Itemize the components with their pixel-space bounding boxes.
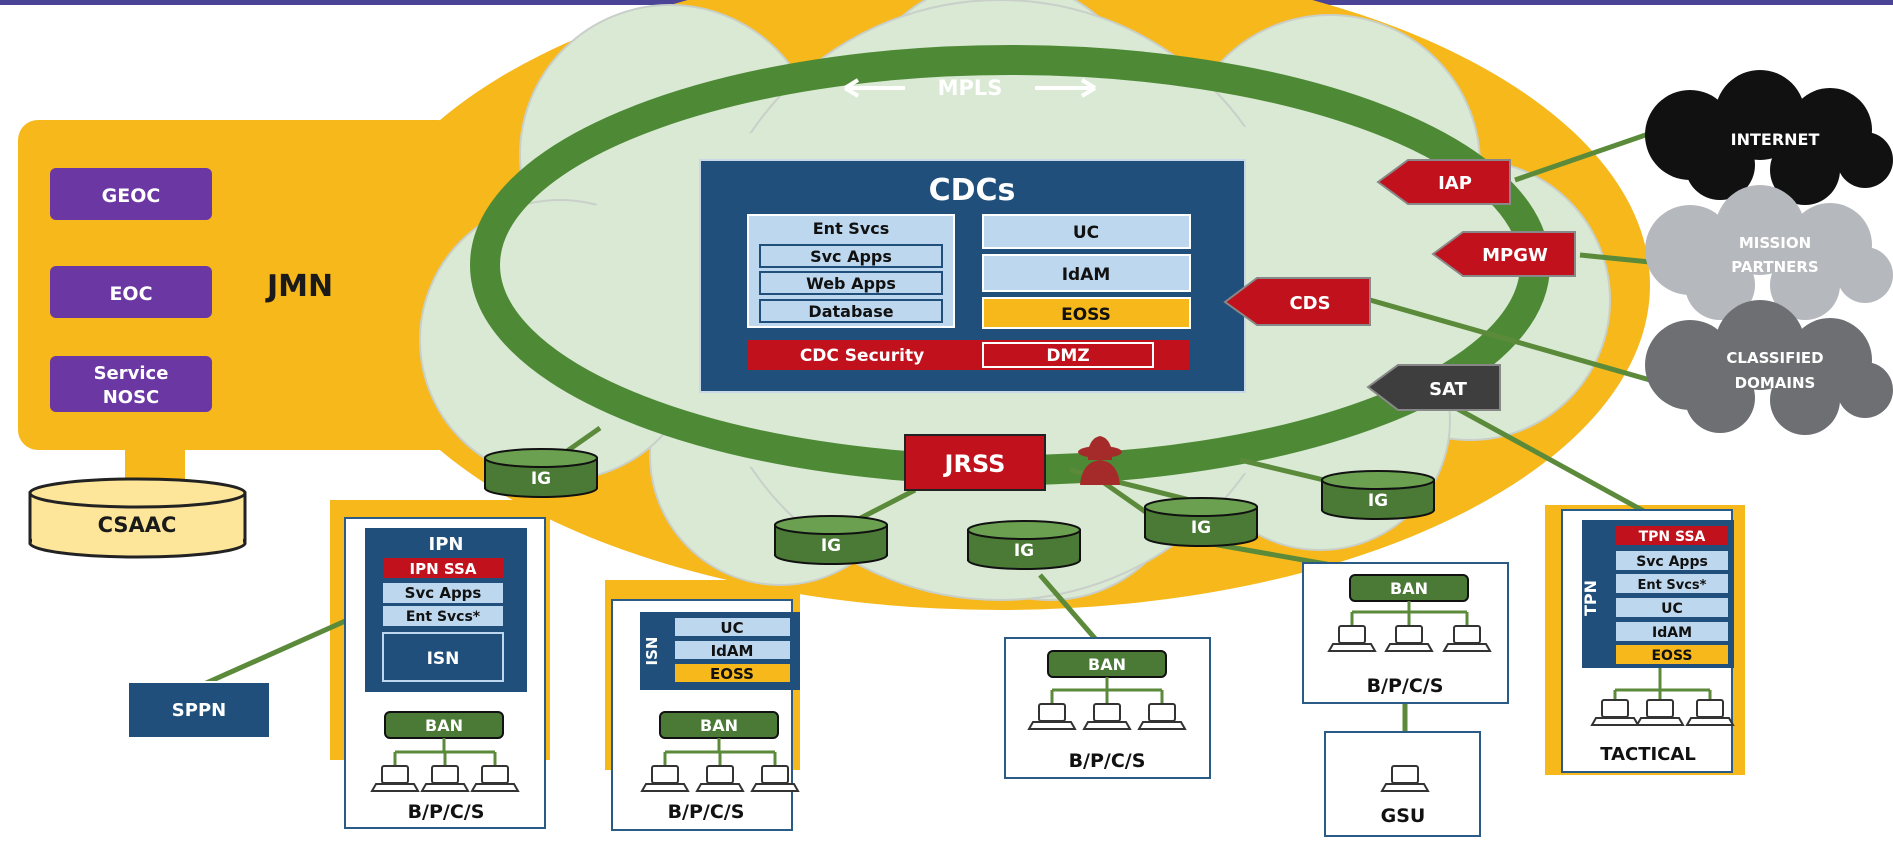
mpgw-gateway: MPGW [1431, 231, 1576, 277]
isn-idam-label: IdAM [711, 642, 754, 660]
right-ban-label: BAN [1390, 579, 1428, 598]
ig-node-1: IG [484, 448, 598, 498]
cdc-idam-box [982, 254, 1191, 292]
ig-label-2: IG [821, 536, 841, 556]
eoc-box [50, 266, 212, 318]
ipn-svc-apps-label: Svc Apps [405, 584, 482, 602]
ig-label-3: IG [1014, 541, 1034, 561]
jrss-box [904, 434, 1046, 491]
cdcs-block: CDCs Ent Svcs Svc Apps Web Apps Database… [699, 159, 1246, 393]
service-nosc-label-line1: Service [94, 363, 169, 384]
cdcs-title: CDCs [929, 173, 1016, 208]
mpgw-label: MPGW [1482, 245, 1548, 266]
tpn-svc-apps-label: Svc Apps [1636, 554, 1708, 570]
right-ban-site: BAN B/P/C/S [1302, 562, 1509, 704]
geoc-label: GEOC [102, 185, 161, 207]
sat-label: SAT [1429, 379, 1467, 400]
right-bpcs-label: B/P/C/S [1367, 675, 1444, 697]
tpn-uc-label: UC [1661, 601, 1683, 617]
cdc-security-label: CDC Security [800, 346, 924, 366]
isn-uc-label: UC [720, 619, 743, 637]
mpls-label-group: MPLS [843, 76, 1097, 100]
cdc-svc-apps-label: Svc Apps [810, 247, 892, 266]
ipn-ssa-label: IPN SSA [410, 560, 477, 578]
cdc-uc-label: UC [1073, 223, 1099, 243]
service-nosc-label-line2: NOSC [103, 387, 160, 408]
center-ban-label: BAN [1088, 655, 1126, 674]
mission-partners-cloud: MISSION PARTNERS [1645, 185, 1893, 320]
isn-bpcs-label: B/P/C/S [668, 801, 745, 823]
cdc-database-label: Database [808, 302, 893, 321]
ipn-ent-svcs-label: Ent Svcs* [406, 609, 481, 625]
csaac-database: CSAAC [28, 477, 247, 559]
jmn-label: JMN [265, 269, 333, 304]
tactical-label: TACTICAL [1600, 744, 1696, 765]
internet-cloud: INTERNET [1645, 70, 1893, 205]
cdc-eoss-label: EOSS [1061, 305, 1111, 325]
cds-label: CDS [1289, 293, 1330, 314]
sppn-label: SPPN [172, 700, 226, 721]
mpls-label: MPLS [938, 76, 1003, 100]
mission-partners-label-line1: MISSION [1739, 234, 1811, 252]
tpn-vertical-label: TPN [1581, 580, 1600, 616]
classified-domains-label-line2: DOMAINS [1735, 374, 1816, 392]
cdc-security-bar [748, 340, 1190, 370]
eoc-label: EOC [109, 283, 152, 305]
spy-icon [1078, 436, 1122, 485]
classified-domains-label-line1: CLASSIFIED [1726, 349, 1823, 367]
ent-svcs-label: Ent Svcs [813, 219, 890, 238]
classified-domains-cloud: CLASSIFIED DOMAINS [1645, 300, 1893, 435]
service-nosc-box [50, 356, 212, 412]
cdc-idam-label: IdAM [1062, 265, 1111, 285]
cdc-eoss-box [982, 297, 1191, 329]
iap-gateway: IAP [1376, 159, 1511, 205]
center-bpcs-label: B/P/C/S [1069, 750, 1146, 772]
ipn-ban-label: BAN [425, 716, 463, 735]
cdc-uc-box [982, 214, 1191, 249]
center-ban-site: BAN B/P/C/S [1004, 637, 1211, 779]
ig-node-5: IG [1321, 470, 1435, 520]
gsu-label: GSU [1381, 805, 1426, 827]
tpn-idam-label: IdAM [1652, 625, 1692, 641]
sat-gateway: SAT [1366, 364, 1501, 411]
dmz-label: DMZ [1046, 346, 1089, 366]
geoc-box [50, 168, 212, 220]
csaac-label: CSAAC [98, 513, 177, 537]
sppn-box [127, 681, 271, 739]
mission-partners-label-line2: PARTNERS [1731, 258, 1819, 276]
ig-node-2: IG [774, 515, 888, 565]
cdc-web-apps-label: Web Apps [806, 274, 896, 293]
tpn-ssa-label: TPN SSA [1639, 529, 1706, 545]
tpn-eoss-label: EOSS [1651, 648, 1692, 664]
ig-label-4: IG [1191, 518, 1211, 538]
ipn-isn-label: ISN [427, 649, 460, 669]
isn-vertical-label: ISN [643, 637, 661, 666]
jrss-label: JRSS [943, 450, 1006, 478]
isn-site: ISN UC IdAM EOSS BAN B/P/C/S [611, 599, 800, 831]
tpn-site: TPN TPN SSA Svc Apps Ent Svcs* UC IdAM E… [1561, 509, 1734, 773]
cds-gateway: CDS [1223, 277, 1371, 326]
ig-node-4: IG [1144, 497, 1258, 547]
ipn-bpcs-label: B/P/C/S [408, 801, 485, 823]
ipn-title: IPN [429, 534, 464, 555]
tpn-ent-svcs-label: Ent Svcs* [1638, 578, 1707, 593]
ipn-site: IPN IPN SSA Svc Apps Ent Svcs* ISN BAN B… [344, 517, 546, 829]
gsu-site: GSU [1324, 731, 1481, 837]
ig-node-3: IG [967, 520, 1081, 570]
internet-label: INTERNET [1731, 130, 1820, 149]
isn-ban-label: BAN [700, 716, 738, 735]
dmz-box [982, 342, 1154, 368]
isn-eoss-label: EOSS [710, 665, 754, 683]
ig-label-5: IG [1368, 491, 1388, 511]
iap-label: IAP [1438, 173, 1472, 194]
ig-label-1: IG [531, 469, 551, 489]
